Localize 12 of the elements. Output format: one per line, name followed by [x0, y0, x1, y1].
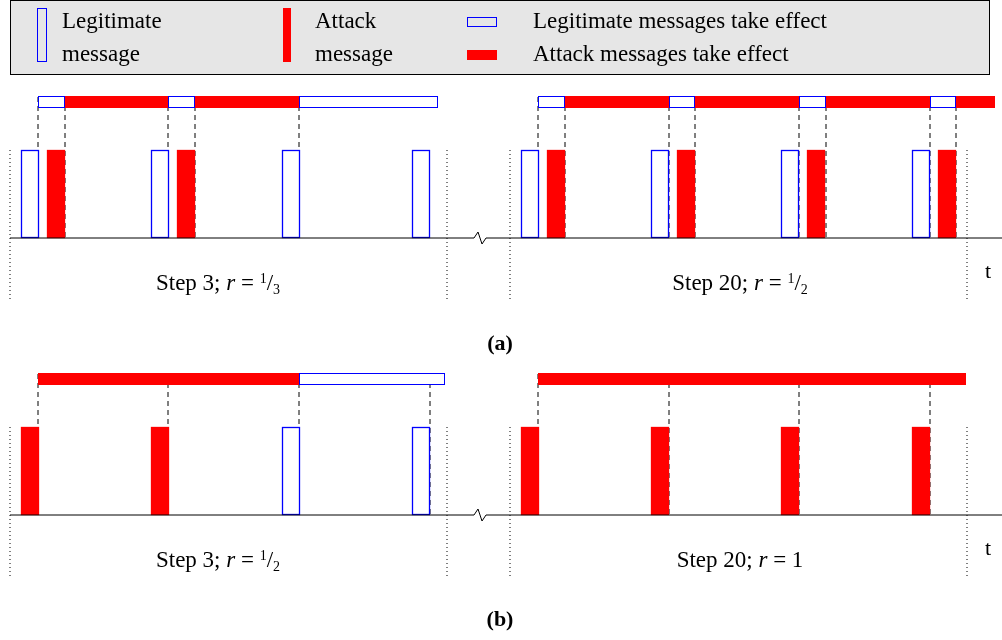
axis-label: t [984, 258, 992, 283]
legend-label: Legitimate messages take effect [533, 7, 827, 35]
legend-label: Legitimate message [62, 7, 163, 68]
subfigure-label: (b) [486, 606, 514, 631]
step-label: Step 20; r = $^{1}$/$_{2}$ [672, 270, 808, 295]
step-label: Step 3; r = $^{1}$/$_{3}$ [155, 270, 281, 295]
legend-label: Attack messages take effect [533, 40, 789, 68]
subfigure-label: (a) [487, 330, 513, 355]
step-label: Step 3; r = $^{1}$/$_{2}$ [155, 547, 281, 572]
legend-label: Attack message [315, 7, 394, 68]
step-label: Step 20; r = 1 [676, 547, 804, 572]
axis-label: t [984, 535, 992, 560]
